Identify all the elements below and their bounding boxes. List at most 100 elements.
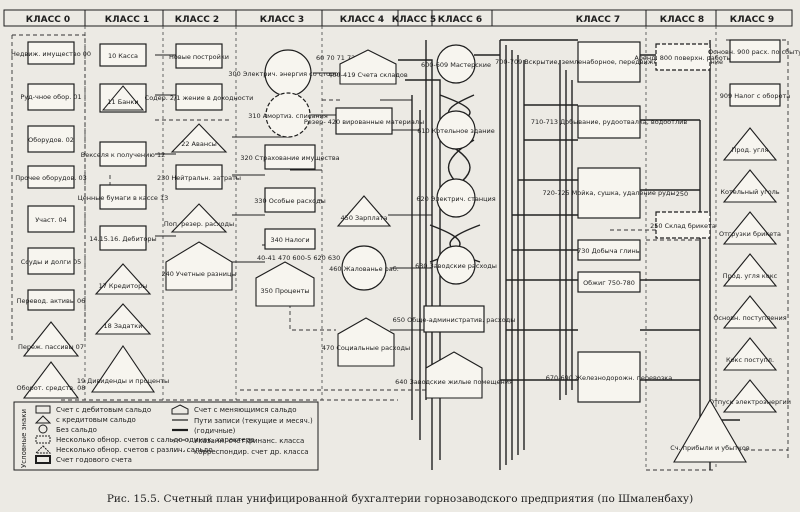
account-label: 340 Налоги: [270, 236, 309, 244]
account-label: 460 Жалованье раб.: [329, 265, 399, 273]
legend-item: Пути записи (текущие и месяч.): [194, 417, 313, 425]
class-3-accounts: 300 Электрич. энергия со стороны 310 Амо…: [228, 49, 348, 307]
account-box: [99, 43, 147, 67]
account-box: [655, 43, 711, 71]
account-label: 710-713 Добывание, рудоотвалка, водоотли…: [531, 118, 687, 126]
account-box: [27, 205, 75, 233]
class-3-label: КЛАСС 3: [260, 15, 304, 25]
account-triangle-final: [673, 398, 747, 463]
account-pentagon: [425, 351, 483, 399]
account-label: 450 Зарплата: [341, 214, 388, 222]
account-label: 700-709 Вскрытие, земленаборное, передви…: [495, 58, 723, 66]
legend-item: Несколько обнор. счетов с различ. сальдо: [56, 446, 213, 454]
account-label: 310 Амортиз. списания: [248, 112, 328, 120]
account-box: [99, 184, 147, 210]
figure-caption: Рис. 15.5. Счетный план унифицированной …: [107, 493, 693, 505]
account-box: [577, 271, 641, 293]
class-9-accounts: Основн. 900 расх. по сбыту 909 Налог с о…: [670, 39, 800, 463]
account-box: [99, 225, 147, 251]
account-pentagon: [339, 49, 397, 85]
account-triangle: [22, 361, 80, 399]
legend-item: Несколько обнор. счетов с сальдо одинак.…: [56, 436, 255, 444]
account-box: [27, 247, 75, 275]
account-label: 630 Заводские расходы: [415, 262, 497, 270]
account-triangle: [94, 263, 152, 295]
legend-item: Указанн. счет финанс. класса: [194, 437, 304, 445]
account-box: [423, 305, 485, 333]
class-6-accounts: 600-609 Мастерские 610 Котельное здание …: [393, 44, 516, 399]
account-label: 18 Задатки: [104, 322, 143, 330]
class-0-accounts: Недвиж. имущество 00 Руд-чное обор. 01 О…: [11, 41, 91, 399]
account-label: 610 Котельное здание: [417, 127, 495, 135]
class-1-label: КЛАСС 1: [105, 15, 149, 25]
account-triangle: [722, 169, 778, 203]
account-label: 230 Нейтральн. затраты: [157, 174, 241, 182]
class-1-accounts: 10 Касса 11 Банки Векселя к получению 12…: [77, 43, 169, 393]
correspondence-codes: 60 70 71 72 73: [316, 54, 366, 62]
account-label: Сч. прибыли и убытков: [670, 444, 750, 452]
account-label: 11 Банки: [107, 98, 138, 106]
account-box: [27, 165, 75, 189]
account-label: Содер. 2/1 жение в доходности: [145, 94, 254, 102]
column-separators: [84, 26, 717, 470]
account-pentagon: [165, 241, 233, 291]
legend-item: Счет годового счета: [56, 456, 132, 464]
class-2-accounts: Новые постройки Содер. 2/1 жение в доход…: [145, 43, 254, 291]
account-circle: [436, 178, 476, 218]
account-label: Обжиг 750-780: [583, 279, 635, 287]
class-8-accounts: Аренд. 800 поверхн. работы 250 250 Склад…: [634, 43, 732, 239]
class-9-label: КЛАСС 9: [730, 15, 774, 25]
account-label: 650 Обще-административ. расходы: [393, 316, 516, 324]
account-triangle: [22, 321, 80, 357]
account-triangle: [722, 295, 778, 329]
account-triangle: [336, 195, 392, 227]
account-label: Ссуды и долги 05: [21, 258, 82, 266]
class-5-label: КЛАСС 5: [392, 15, 436, 25]
account-label: Участ. 04: [35, 216, 67, 224]
account-label: 350 Проценты: [260, 287, 309, 295]
account-label: Новые постройки: [169, 53, 229, 61]
account-box: [577, 239, 641, 261]
account-box: [264, 144, 316, 170]
account-label: 14.15.16. Дебиторы: [89, 235, 156, 243]
account-box: [264, 228, 316, 250]
account-circle: [265, 92, 311, 138]
account-label: Ценные бумаги в кассе 13: [78, 194, 168, 202]
account-triangle: [722, 379, 778, 413]
account-box: [264, 187, 316, 213]
account-label: Переж. пассивы 07: [18, 343, 84, 351]
account-label: 19 Дивиденды и проценты: [77, 377, 169, 385]
account-box: [27, 125, 75, 153]
class-header: КЛАСС 0 КЛАСС 1 КЛАСС 2 КЛАСС 3 КЛАСС 4 …: [3, 9, 793, 27]
legend-item: корреспондир. счет др. класса: [194, 448, 309, 456]
account-triangle: [722, 337, 778, 371]
account-box: [27, 289, 75, 311]
account-label: 600-609 Мастерские: [421, 61, 491, 69]
legend-item: Счет с дебитовым сальдо: [56, 406, 151, 414]
class-6-label: КЛАСС 6: [438, 15, 482, 25]
connection-lines: [155, 39, 740, 470]
account-label: Основн. поступления: [713, 314, 786, 322]
class-7-accounts: 700-709 Вскрытие, земленаборное, передви…: [495, 41, 723, 403]
account-label: 22 Авансы: [181, 140, 217, 148]
account-label: Резер- 420 вированные материалы: [304, 118, 424, 126]
account-label: Основн. 900 расх. по сбыту: [708, 48, 800, 56]
account-label: 320 Страхование имущества: [240, 154, 339, 162]
legend-item: Без сальдо: [56, 426, 97, 434]
account-pentagon: [255, 261, 315, 307]
account-box: [175, 164, 223, 190]
account-label: 640 Заводские жилые помещения: [395, 378, 513, 386]
account-pentagon: [337, 317, 395, 367]
account-label: Поп. резер. расходы: [164, 220, 234, 228]
account-box: [335, 107, 393, 135]
account-label: 10 Касса: [108, 52, 138, 60]
legend-item: (годичные): [194, 427, 236, 435]
account-label: 400-419 Счета складов: [328, 71, 408, 79]
class-4-label: КЛАСС 4: [340, 15, 384, 25]
account-label: 909 Налог с оборота: [720, 92, 790, 100]
account-label: 730 Добыча глины: [577, 247, 641, 255]
account-label: 250 Склад брикета: [650, 222, 716, 230]
account-box: [655, 211, 711, 239]
class-2-label: КЛАСС 2: [175, 15, 219, 25]
account-label: 330 Особые расходы: [254, 197, 325, 205]
